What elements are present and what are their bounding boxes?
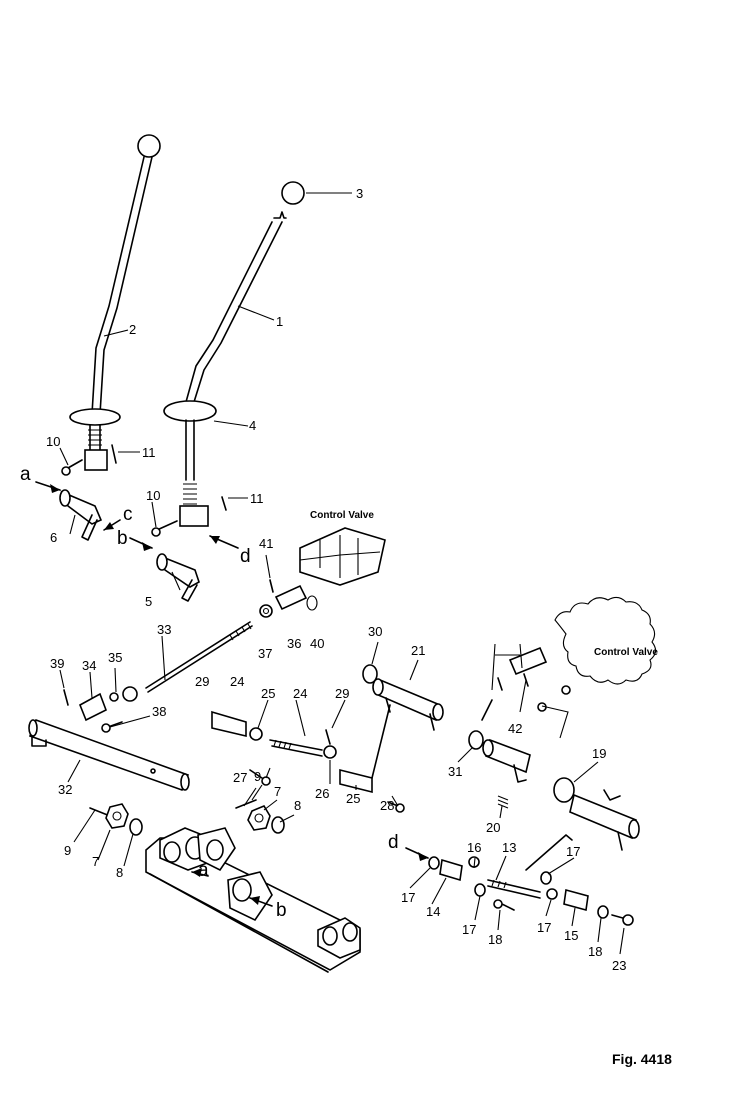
lever-bracket — [84, 449, 108, 471]
part-label-13: 14 — [426, 904, 440, 919]
clevis-32 — [63, 689, 123, 733]
part-number-labels: 3 1 2 4 10 11 11 10 6 5 41 37 36 40 33 3… — [20, 186, 626, 973]
part-label-3: 3 — [356, 186, 363, 201]
part-label-38: 40 — [310, 636, 324, 651]
control-valve-right: Control Valve — [554, 596, 658, 685]
part-label-24: 27 — [233, 770, 247, 785]
part-label-40: 42 — [508, 721, 522, 736]
tube-28 — [362, 664, 484, 750]
part-label-25b: 29 — [335, 686, 349, 701]
view-letter-a-lower: a — [198, 860, 209, 881]
lever-1 — [151, 181, 305, 537]
part-label-27: 20 — [486, 820, 500, 835]
link-assembly-19 — [211, 704, 405, 813]
lever-arm-5 — [156, 553, 200, 602]
part-label-11: 11 — [142, 445, 156, 460]
part-label-4: 4 — [249, 418, 256, 433]
part-label-37: 39 — [50, 656, 64, 671]
leader-lines — [59, 192, 625, 955]
lever-boot-4 — [163, 400, 217, 422]
part-label-8: 8 — [116, 865, 123, 880]
control-valve-upper: Control Valve — [299, 510, 386, 586]
lever-boot — [69, 408, 121, 426]
part-label-29b: 31 — [448, 764, 462, 779]
part-label-10b: 10 — [146, 488, 160, 503]
part-label-23: 26 — [315, 786, 329, 801]
part-label-19: 24 — [293, 686, 307, 701]
lever-arm-6 — [59, 489, 103, 541]
part-label-26: 19 — [592, 746, 606, 761]
clevis-joint-34 — [259, 579, 318, 618]
part-label-12: 13 — [502, 840, 516, 855]
bolt-set-lower — [428, 834, 634, 926]
view-letter-b: b — [117, 528, 128, 549]
washers-middle — [235, 799, 285, 834]
part-label-36: 38 — [152, 704, 166, 719]
lever-2 — [61, 134, 161, 476]
part-label-6: 6 — [50, 530, 57, 545]
control-valve-label: Control Valve — [310, 510, 374, 521]
part-label-9: 9 — [64, 843, 71, 858]
part-label-2: 2 — [129, 322, 136, 337]
part-label-31: 33 — [157, 622, 171, 637]
part-label-17b: 17 — [566, 844, 580, 859]
part-label-10: 10 — [46, 434, 60, 449]
lever-knob-3 — [281, 181, 305, 205]
view-arrows — [35, 481, 429, 907]
part-label-18b: 23 — [612, 958, 626, 973]
part-label-24b: 28 — [380, 798, 394, 813]
view-letter-d: d — [240, 546, 251, 567]
part-label-35: 37 — [258, 646, 272, 661]
part-label-8b: 8 — [294, 798, 301, 813]
part-label-20: 24 — [230, 674, 244, 689]
part-label-39: 41 — [259, 536, 273, 551]
part-label-16: 17 — [537, 920, 551, 935]
view-letter-d-lower: d — [388, 832, 399, 853]
part-label-14: 15 — [564, 928, 578, 943]
part-label-1: 1 — [276, 314, 283, 329]
part-label-11b: 11 — [250, 491, 264, 506]
part-label-17: 17 — [401, 890, 415, 905]
view-letter-b-lower: b — [276, 900, 287, 921]
washers-left — [89, 803, 143, 836]
part-label-28: 21 — [411, 643, 425, 658]
part-label-7b: 7 — [274, 784, 281, 799]
part-label-5: 5 — [145, 594, 152, 609]
figure-caption: Fig. 4418 — [612, 1051, 672, 1067]
part-label-9b: 9 — [254, 769, 261, 784]
part-label-22: 25 — [346, 791, 360, 806]
part-label-33: 35 — [108, 650, 122, 665]
part-label-21: 25 — [261, 686, 275, 701]
view-letter-c: c — [123, 504, 133, 525]
part-label-25: 29 — [195, 674, 209, 689]
tube-26 — [482, 738, 640, 851]
control-valve-label-right: Control Valve — [594, 647, 658, 658]
part-label-18: 18 — [488, 932, 502, 947]
part-label-32: 34 — [82, 658, 96, 673]
part-label-34: 36 — [287, 636, 301, 651]
part-label-7: 7 — [92, 854, 99, 869]
view-letter-a: a — [20, 464, 31, 485]
part-label-17d: 18 — [588, 944, 602, 959]
part-label-29: 30 — [368, 624, 382, 639]
part-label-17c: 17 — [462, 922, 476, 937]
part-label-15: 16 — [467, 840, 481, 855]
lever-bracket — [179, 505, 209, 527]
shaft-30 — [28, 718, 190, 792]
lever-knob — [137, 134, 161, 158]
rod-31 — [109, 621, 253, 702]
part-label-30: 32 — [58, 782, 72, 797]
